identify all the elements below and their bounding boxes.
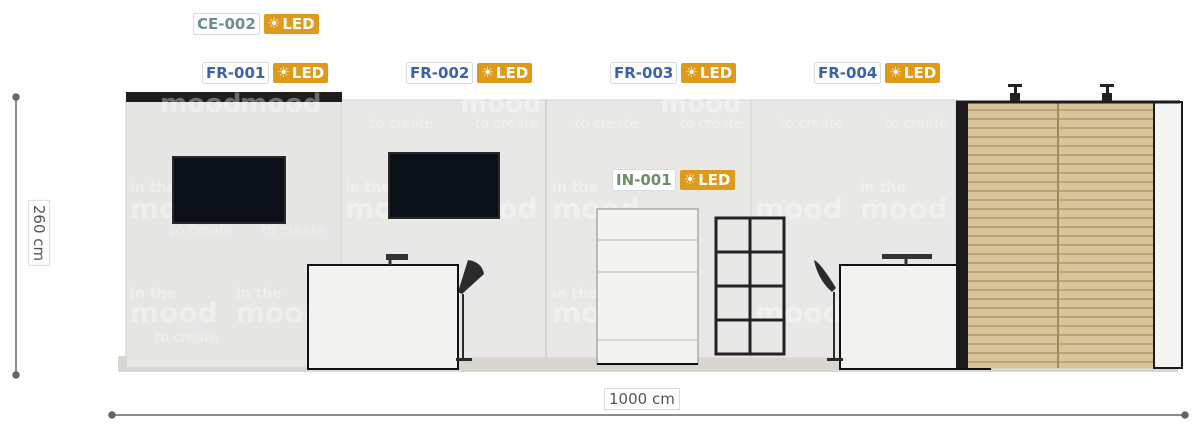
cube-shelf [714,216,786,356]
tag-code: FR-001 [202,62,270,84]
tag-code: FR-003 [610,62,678,84]
tag-fr-004: FR-004 ☀LED [814,62,941,84]
watermark-text: to create [680,116,743,132]
width-dimension-line [108,411,1189,419]
counter-left [307,264,459,370]
sun-icon: ☀ [685,65,698,81]
watermark-text: in the [130,286,176,302]
led-label: LED [903,64,937,82]
wood-wall-frame-right [1153,101,1183,369]
sun-icon: ☀ [683,172,697,188]
width-value: 1000 cm [609,390,675,408]
led-label: LED [282,15,315,33]
cabinet-center [596,208,699,365]
watermark-text: mood [460,89,541,119]
height-dimension-label: 260 cm [28,199,51,267]
tv-screen-2 [388,152,500,219]
watermark-text: to create [370,116,433,132]
tag-code: CE-002 [193,13,260,35]
led-badge: ☀LED [477,63,533,83]
tv-screen-1 [172,156,286,224]
wood-slat-wall [956,102,1156,368]
watermark-text: to create [780,116,843,132]
led-badge: ☀LED [679,170,735,190]
led-label: LED [495,64,529,82]
watermark-text: to create [885,116,948,132]
sun-icon: ☀ [267,16,281,32]
watermark-text: mood [755,192,843,225]
watermark-text: in the [345,180,391,196]
led-label: LED [699,64,733,82]
watermark-text: to create [575,116,638,132]
height-dimension-line [12,93,20,379]
watermark-text: in the [860,180,906,196]
tag-code: FR-004 [814,62,882,84]
watermark-text: in the [552,286,598,302]
watermark-text: mood [130,296,218,329]
watermark-text: to create [155,330,218,346]
tag-fr-003: FR-003 ☀LED [610,62,737,84]
watermark-text: to create [262,223,325,239]
watermark-text: mood [160,89,241,119]
led-badge: ☀LED [681,63,737,83]
sun-icon: ☀ [481,65,494,81]
watermark-text: mood [240,89,321,119]
spotlight-icon [1100,84,1114,101]
led-label: LED [291,64,325,82]
led-label: LED [698,171,731,189]
tag-in-001: IN-001 ☀LED [612,169,735,191]
height-value: 260 cm [30,204,49,262]
spotlight-icon [1008,84,1022,101]
watermark-text: in the [552,180,598,196]
tag-ce-002: CE-002 ☀LED [193,13,319,35]
header-bar [126,92,342,102]
led-badge: ☀LED [273,63,329,83]
tag-code: FR-002 [406,62,474,84]
sun-icon: ☀ [889,65,902,81]
tag-fr-002: FR-002 ☀LED [406,62,533,84]
watermark-text: mood [660,89,741,119]
watermark-text: to create [475,116,538,132]
tag-fr-001: FR-001 ☀LED [202,62,329,84]
watermark-text: in the [130,180,176,196]
watermark-text: to create [170,223,233,239]
led-badge: ☀LED [263,14,319,34]
wood-wall-frame-left [956,102,968,368]
watermark-text: mood [860,192,948,225]
bar-stool-left [456,260,484,361]
sun-icon: ☀ [277,65,290,81]
bar-stool-right-1 [814,260,843,361]
watermark-text: in the [236,286,282,302]
led-badge: ☀LED [885,63,941,83]
tag-code: IN-001 [612,169,676,191]
watermark-text: mood [755,296,843,329]
width-dimension-label: 1000 cm [604,388,680,410]
